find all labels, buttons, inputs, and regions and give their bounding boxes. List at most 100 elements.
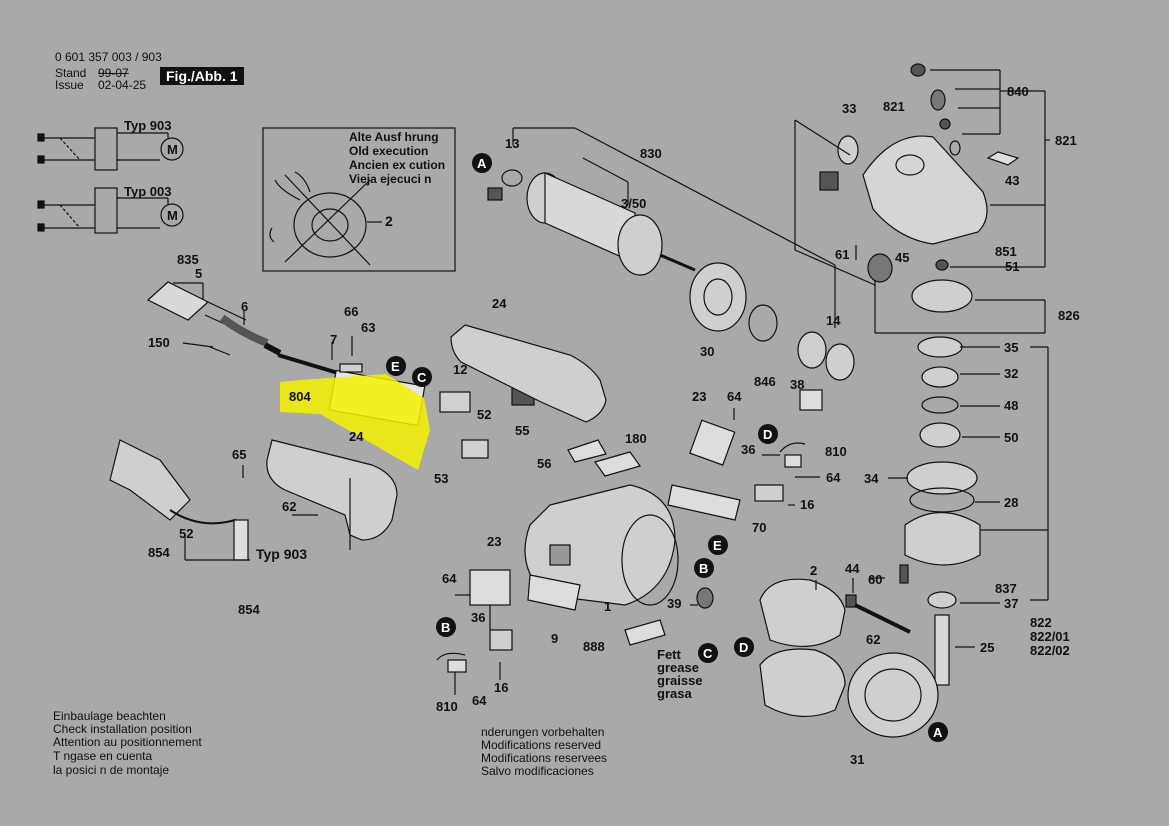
part-16-b: 16 <box>494 680 509 695</box>
part-804: 804 <box>289 389 311 404</box>
old-exec-part: 2 <box>385 213 393 229</box>
part-822-02: 822/02 <box>1030 643 1070 658</box>
part-826: 826 <box>1058 308 1080 323</box>
part-65: 65 <box>232 447 247 462</box>
grease-fr: graisse <box>657 673 703 688</box>
part-48: 48 <box>1004 398 1019 413</box>
callout-b-2: B <box>699 561 709 576</box>
part-60: 60 <box>868 572 883 587</box>
part-23-b: 23 <box>487 534 502 549</box>
part-64-a: 64 <box>727 389 742 404</box>
spindle-column-drawing <box>899 336 981 686</box>
part-821-a: 821 <box>883 99 905 114</box>
part-70: 70 <box>752 520 767 535</box>
part-810-b: 810 <box>436 699 458 714</box>
part-51: 51 <box>1005 259 1020 274</box>
part-62-b: 62 <box>866 632 881 647</box>
note-center-de: nderungen vorbehalten <box>481 725 605 739</box>
wiring-diagram-003 <box>37 187 184 234</box>
part-36-a: 36 <box>741 442 756 457</box>
part-821-b: 821 <box>1055 133 1077 148</box>
callout-d-2: D <box>739 640 749 655</box>
part-43: 43 <box>1005 173 1020 188</box>
armature-drawing <box>487 169 696 276</box>
part-12: 12 <box>453 362 468 377</box>
callout-b-1: B <box>441 620 451 635</box>
part-150: 150 <box>148 335 170 350</box>
part-23-a: 23 <box>692 389 707 404</box>
old-exec-fr: Ancien ex cution <box>349 158 446 172</box>
part-50: 50 <box>1004 430 1019 445</box>
stand-value: 99-07 <box>98 66 129 80</box>
grease-en: grease <box>657 660 699 675</box>
part-number: 0 601 357 003 / 903 <box>55 50 162 64</box>
part-822: 822 <box>1030 615 1052 630</box>
note-left-fr: Attention au positionnement <box>53 735 202 749</box>
part-56: 56 <box>537 456 552 471</box>
part-52-a: 52 <box>477 407 492 422</box>
motor-housing-drawing <box>524 484 679 606</box>
part-28: 28 <box>1004 495 1019 510</box>
cable-unit-903-drawing <box>109 439 250 561</box>
part-33: 33 <box>842 101 857 116</box>
old-execution-box <box>262 127 456 272</box>
part-5: 5 <box>195 266 203 281</box>
part-810-a: 810 <box>825 444 847 459</box>
part-62-a: 62 <box>282 499 297 514</box>
part-24-b: 24 <box>349 429 364 444</box>
wiring-diagram-903 <box>37 127 184 171</box>
part-13: 13 <box>505 136 520 151</box>
part-64-d: 64 <box>472 693 487 708</box>
callout-e-2: E <box>713 538 722 553</box>
part-180: 180 <box>625 431 647 446</box>
callout-a-2: A <box>933 725 943 740</box>
part-1: 1 <box>604 599 612 614</box>
old-exec-es: Vieja ejecuci n <box>349 172 432 186</box>
part-37: 37 <box>1004 596 1019 611</box>
part-39: 39 <box>667 596 682 611</box>
part-888: 888 <box>583 639 605 654</box>
wiring-type-903: Typ 903 <box>124 118 172 133</box>
callout-a-1: A <box>477 156 487 171</box>
part-31: 31 <box>850 752 865 767</box>
part-830: 830 <box>640 146 662 161</box>
part-25: 25 <box>980 640 995 655</box>
part-9: 9 <box>551 631 559 646</box>
part-14: 14 <box>826 313 841 328</box>
issue-value: 02-04-25 <box>98 78 147 92</box>
grease-de: Fett <box>657 647 681 662</box>
callout-c-2: C <box>703 646 713 661</box>
part-822-01: 822/01 <box>1030 629 1070 644</box>
note-left-de: Einbaulage beachten <box>53 709 166 723</box>
part-837: 837 <box>995 581 1017 596</box>
callout-e-1: E <box>391 359 400 374</box>
part-840: 840 <box>1007 84 1029 99</box>
part-53: 53 <box>434 471 449 486</box>
note-center-es: Salvo modificaciones <box>481 764 594 778</box>
part-7: 7 <box>330 332 338 347</box>
part-30: 30 <box>700 344 715 359</box>
issue-label: Issue <box>55 78 84 92</box>
note-center-fr: Modifications reservees <box>481 751 608 765</box>
motor-symbol-1: M <box>167 142 178 157</box>
part-45: 45 <box>895 250 910 265</box>
callout-d-1: D <box>763 427 773 442</box>
part-36-b: 36 <box>471 610 486 625</box>
lower-handle-drawing <box>266 439 398 550</box>
part-835: 835 <box>177 252 199 267</box>
old-exec-en: Old execution <box>349 144 429 158</box>
note-left-es-2: la posici n de montaje <box>53 763 170 777</box>
old-exec-de: Alte Ausf hrung <box>349 130 439 144</box>
upper-handle-drawing <box>450 324 607 423</box>
motor-symbol-2: M <box>167 208 178 223</box>
note-center-en: Modifications reserved <box>481 738 602 752</box>
stand-label: Stand <box>55 66 87 80</box>
part-61: 61 <box>835 247 850 262</box>
part-66: 66 <box>344 304 359 319</box>
part-6: 6 <box>241 299 249 314</box>
part-64-c: 64 <box>442 571 457 586</box>
wiring-type-003: Typ 003 <box>124 184 172 199</box>
gear-head-drawing <box>819 63 1020 313</box>
